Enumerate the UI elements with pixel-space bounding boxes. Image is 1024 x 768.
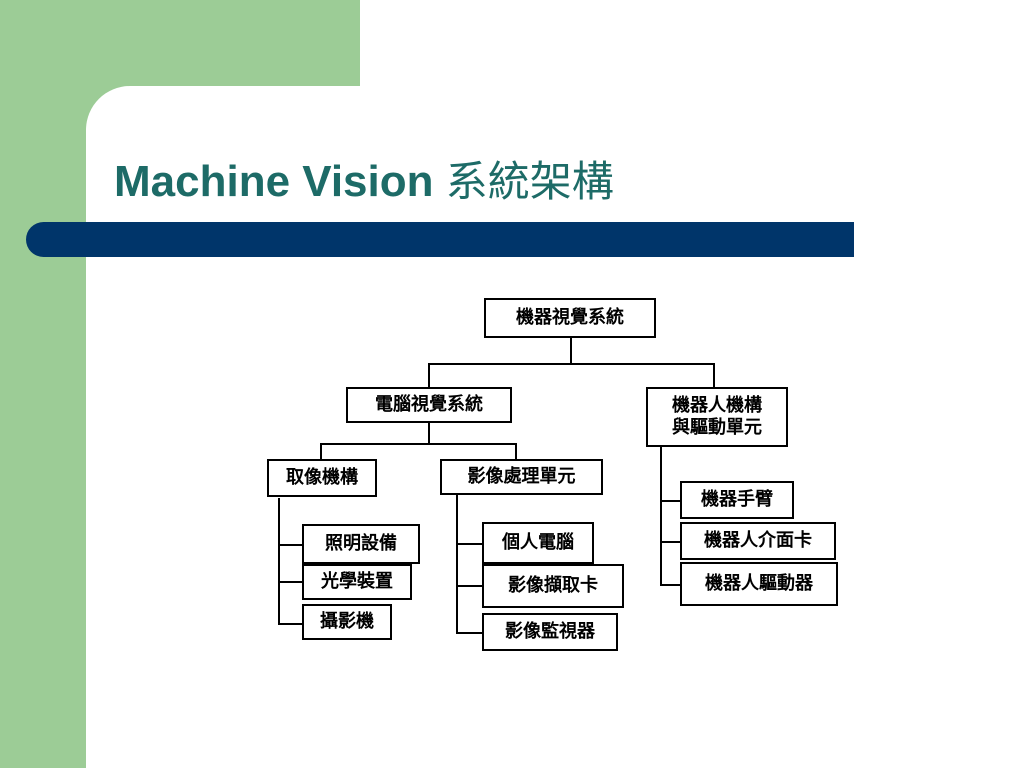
connector-to-computer-vision	[428, 363, 430, 387]
connector-acquisition-trunk	[278, 498, 280, 624]
connector-level1-horizontal	[428, 363, 714, 365]
connector-to-lighting	[278, 544, 302, 546]
connector-to-camera	[278, 623, 302, 625]
node-computer-vision-system: 電腦視覺系統	[346, 387, 512, 423]
node-frame-grabber: 影像擷取卡	[482, 564, 624, 608]
node-machine-vision-system: 機器視覺系統	[484, 298, 656, 338]
connector-to-robot-arm	[660, 500, 680, 502]
content-panel	[86, 86, 1024, 768]
node-image-monitor: 影像監視器	[482, 613, 618, 651]
title-cjk: 系統架構	[445, 157, 614, 206]
connector-robot-trunk	[660, 447, 662, 585]
connector-to-processing	[515, 443, 517, 459]
node-robot-mechanism-drive: 機器人機構 與驅動單元	[646, 387, 788, 447]
connector-to-frame-grabber	[456, 585, 482, 587]
node-lighting-equipment: 照明設備	[302, 524, 420, 564]
connector-processing-trunk	[456, 495, 458, 633]
system-architecture-diagram: 機器視覺系統 電腦視覺系統 機器人機構 與驅動單元 取像機構 影像處理單元 照明…	[240, 290, 880, 670]
connector-to-monitor	[456, 632, 482, 634]
node-robot-interface-card: 機器人介面卡	[680, 522, 836, 560]
title-latin: Machine Vision	[114, 157, 446, 206]
node-optical-device: 光學裝置	[302, 564, 412, 600]
connector-to-acquisition	[320, 443, 322, 459]
node-image-acquisition: 取像機構	[267, 459, 377, 497]
node-robot-driver: 機器人驅動器	[680, 562, 838, 606]
connector-level2-horizontal	[320, 443, 516, 445]
connector-to-pc	[456, 543, 482, 545]
title-underline-bar	[26, 222, 854, 257]
node-personal-computer: 個人電腦	[482, 522, 594, 564]
node-image-processing-unit: 影像處理單元	[440, 459, 603, 495]
connector-to-robot-mechanism	[713, 363, 715, 387]
node-camera: 攝影機	[302, 604, 392, 640]
connector-to-robot-driver	[660, 584, 680, 586]
connector-root-down	[570, 338, 572, 364]
connector-to-robot-interface	[660, 541, 680, 543]
slide-title: Machine Vision 系統架構	[114, 148, 614, 209]
connector-cv-down	[428, 422, 430, 444]
connector-to-optics	[278, 581, 302, 583]
node-robot-arm: 機器手臂	[680, 481, 794, 519]
